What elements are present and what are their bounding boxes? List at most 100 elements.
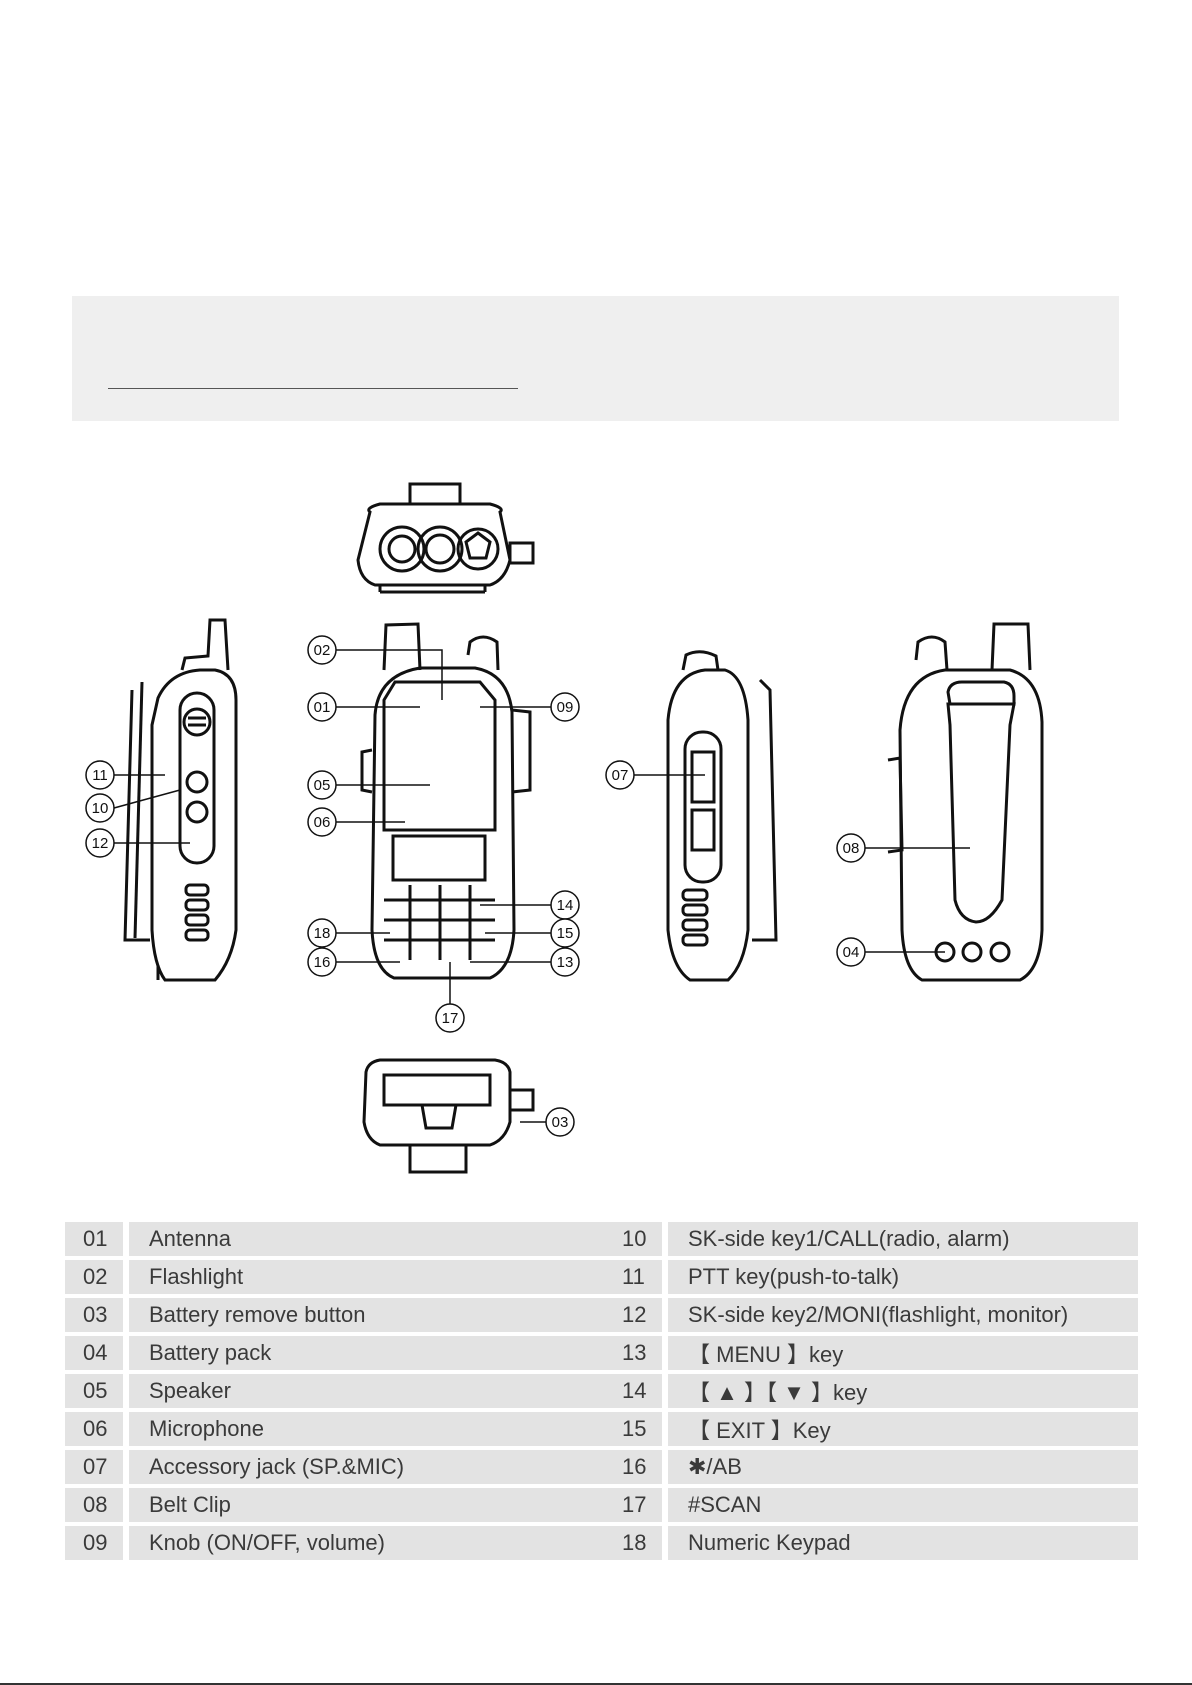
callout-10: 10 <box>85 789 181 823</box>
part-number: 15 <box>604 1412 662 1446</box>
callout-16: 16 <box>307 947 400 977</box>
part-label: Belt Clip <box>129 1488 656 1522</box>
part-number: 04 <box>65 1336 123 1370</box>
callout-label: 01 <box>314 699 331 716</box>
part-label: #SCAN <box>668 1488 1138 1522</box>
callout-17: 17 <box>435 962 465 1033</box>
callout-12: 12 <box>85 828 190 858</box>
back-view <box>887 622 1044 982</box>
part-label: PTT key(push-to-talk) <box>668 1260 1138 1294</box>
callout-label: 11 <box>92 767 108 784</box>
left-side-view <box>123 618 238 982</box>
part-label: Flashlight <box>129 1260 656 1294</box>
callout-09: 09 <box>480 692 580 722</box>
radio-diagram: 01 02 03 04 05 06 07 08 09 10 11 12 13 14 15 16 17 18 <box>85 482 1044 1174</box>
callout-07: 07 <box>605 760 705 790</box>
table-row: 17#SCAN <box>604 1488 1138 1522</box>
callout-label: 10 <box>92 800 109 817</box>
footer-rule <box>0 1683 1192 1685</box>
header-banner <box>72 296 1119 421</box>
callout-label: 13 <box>557 954 574 971</box>
callout-label: 02 <box>314 642 331 659</box>
banner-underline <box>108 388 518 389</box>
callout-label: 05 <box>314 777 331 794</box>
part-label: Microphone <box>129 1412 656 1446</box>
callout-08: 08 <box>836 833 970 863</box>
part-number: 18 <box>604 1526 662 1560</box>
callout-15: 15 <box>485 918 580 948</box>
callout-label: 08 <box>843 840 860 857</box>
callout-11: 11 <box>85 760 165 790</box>
callout-13: 13 <box>470 947 580 977</box>
part-number: 07 <box>65 1450 123 1484</box>
callout-label: 04 <box>843 944 860 961</box>
callout-label: 03 <box>552 1114 569 1131</box>
callout-14: 14 <box>480 890 580 920</box>
table-row: 14【 ▲ 】【 ▼ 】key <box>604 1374 1138 1408</box>
part-number: 14 <box>604 1374 662 1408</box>
callout-18: 18 <box>307 918 390 948</box>
right-side-view <box>666 650 778 982</box>
part-number: 03 <box>65 1298 123 1332</box>
part-label: 【 EXIT 】Key <box>668 1412 1138 1446</box>
callout-label: 12 <box>92 835 109 852</box>
callout-06: 06 <box>307 807 405 837</box>
front-view <box>360 622 532 980</box>
part-label: Antenna <box>129 1222 656 1256</box>
part-label: Battery remove button <box>129 1298 656 1332</box>
part-label: Accessory jack (SP.&MIC) <box>129 1450 656 1484</box>
part-label: Numeric Keypad <box>668 1526 1138 1560</box>
part-label: SK-side key1/CALL(radio, alarm) <box>668 1222 1138 1256</box>
part-number: 09 <box>65 1526 123 1560</box>
part-number: 10 <box>604 1222 662 1256</box>
part-number: 08 <box>65 1488 123 1522</box>
callout-label: 16 <box>314 954 331 971</box>
top-view <box>356 482 535 594</box>
part-label: Knob (ON/OFF, volume) <box>129 1526 656 1560</box>
part-number: 17 <box>604 1488 662 1522</box>
part-number: 02 <box>65 1260 123 1294</box>
part-number: 12 <box>604 1298 662 1332</box>
part-label: SK-side key2/MONI(flashlight, monitor) <box>668 1298 1138 1332</box>
callout-02: 02 <box>307 635 443 700</box>
callout-05: 05 <box>307 770 430 800</box>
part-number: 13 <box>604 1336 662 1370</box>
part-number: 06 <box>65 1412 123 1446</box>
callout-label: 18 <box>314 925 331 942</box>
callout-label: 17 <box>442 1010 459 1027</box>
callout-label: 14 <box>557 897 574 914</box>
part-label: Speaker <box>129 1374 656 1408</box>
part-label: 【 MENU 】key <box>668 1336 1138 1370</box>
table-row: 16✱/AB <box>604 1450 1138 1484</box>
callout-03: 03 <box>520 1107 575 1137</box>
table-row: 15【 EXIT 】Key <box>604 1412 1138 1446</box>
callout-label: 07 <box>612 767 629 784</box>
part-label: 【 ▲ 】【 ▼ 】key <box>668 1374 1138 1408</box>
callout-01: 01 <box>307 692 420 722</box>
part-number: 01 <box>65 1222 123 1256</box>
part-number: 16 <box>604 1450 662 1484</box>
part-label: Battery pack <box>129 1336 656 1370</box>
table-row: 13【 MENU 】key <box>604 1336 1138 1370</box>
callout-label: 15 <box>557 925 574 942</box>
part-number: 05 <box>65 1374 123 1408</box>
part-label: ✱/AB <box>668 1450 1138 1484</box>
bottom-view <box>362 1058 535 1174</box>
callout-label: 09 <box>557 699 574 716</box>
callout-04: 04 <box>836 937 945 967</box>
